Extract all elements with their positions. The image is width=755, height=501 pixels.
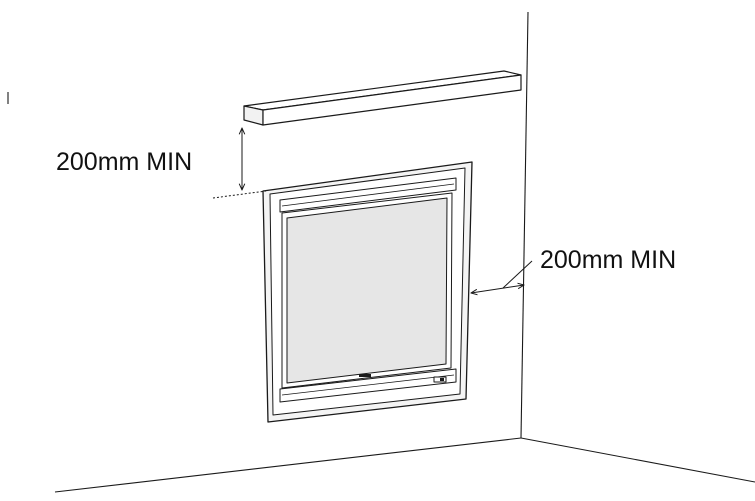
top-clearance-dimension <box>212 128 267 199</box>
mantel-front-face <box>243 105 264 126</box>
side-clearance-leader <box>502 260 533 289</box>
side-clearance-dimension <box>471 260 533 293</box>
side-clearance-arrow <box>471 285 524 293</box>
bottom-trim-line <box>281 374 455 396</box>
side-clearance-label: 200mm MIN <box>540 246 677 274</box>
brand-badge <box>359 374 371 377</box>
floor-line-left <box>54 437 522 493</box>
mantel-side-face <box>262 74 522 126</box>
glass-panel <box>286 197 448 384</box>
control-knob-inner <box>440 378 444 381</box>
wall-lines <box>7 11 755 493</box>
top-trim-line <box>281 183 455 207</box>
floor-line-right <box>520 437 755 483</box>
wall-corner-edge <box>520 11 529 439</box>
top-clearance-label: 200mm MIN <box>56 148 193 176</box>
bottom-trim <box>279 368 457 403</box>
fireplace-unit <box>262 161 473 423</box>
mantel-shelf <box>243 70 522 126</box>
top-clearance-extension <box>212 190 267 199</box>
